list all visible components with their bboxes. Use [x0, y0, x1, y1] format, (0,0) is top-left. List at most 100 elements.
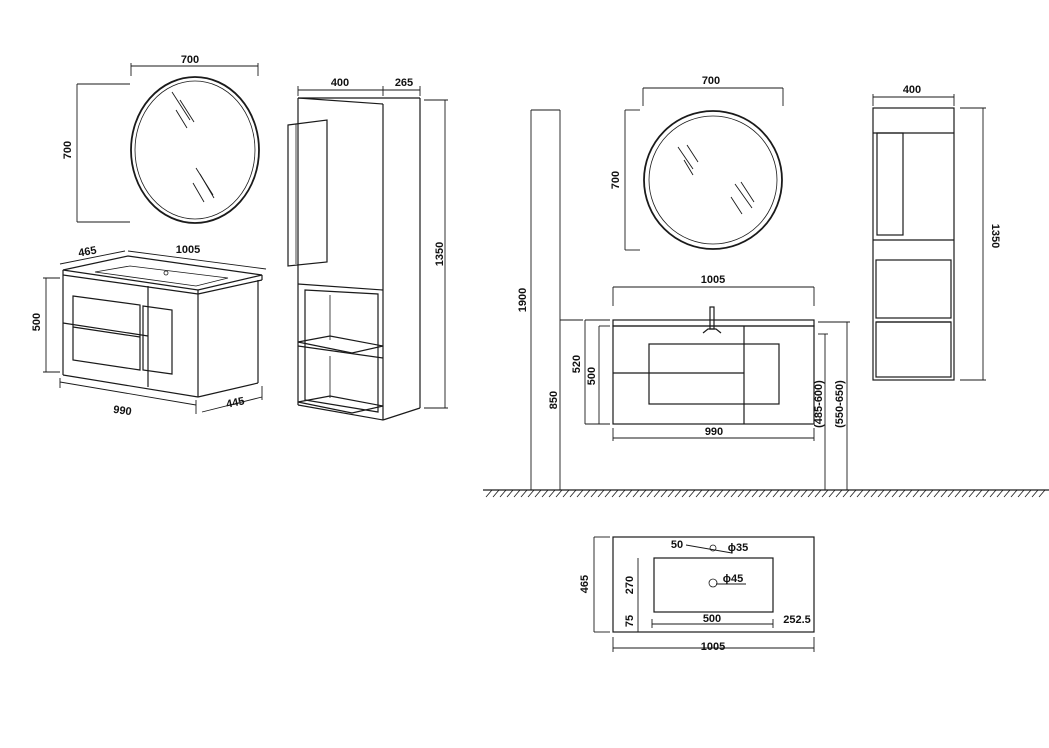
plan-depth-label: 465 [579, 575, 591, 593]
front-cab-h500-label: 500 [586, 367, 598, 385]
front-total-height-label: 1900 [517, 288, 529, 312]
floor-hatch-stroke [555, 489, 563, 498]
plan-drain-label: ϕ45 [723, 573, 743, 585]
floor-hatch-stroke [625, 489, 633, 498]
floor-line [483, 489, 1049, 498]
floor-hatch-stroke [492, 489, 500, 498]
floor-hatch-stroke [506, 489, 514, 498]
iso-tall-cabinet [287, 97, 421, 421]
iso-tall-width-label: 400 [331, 77, 349, 89]
front-top-width-label: 1005 [701, 274, 725, 286]
front-total-height-dim [530, 109, 561, 490]
floor-hatch-stroke [884, 489, 892, 498]
front-tall-height-label: 1350 [989, 224, 1001, 248]
iso-tall-dims [297, 86, 448, 409]
front-range-2-label: (550-650) [834, 380, 846, 428]
front-tall-width-label: 400 [903, 84, 921, 96]
floor-hatch-stroke [681, 489, 689, 498]
plan-dims [593, 536, 815, 652]
floor-hatch-stroke [597, 489, 605, 498]
iso-vanity-depth-top-label: 465 [77, 245, 97, 260]
floor-hatch-stroke [653, 489, 661, 498]
floor-hatch-stroke [590, 489, 598, 498]
floor-hatch-stroke [961, 489, 969, 498]
front-range-1-label: (485-600) [813, 380, 825, 428]
front-vanity [612, 306, 815, 425]
floor-hatch-stroke [709, 489, 717, 498]
iso-mirror-dims [76, 63, 259, 223]
floor-hatch-stroke [1003, 489, 1011, 498]
front-mirror-height-label: 700 [610, 171, 622, 189]
floor-hatch-stroke [758, 489, 766, 498]
floor-hatch-stroke [786, 489, 794, 498]
plan-bowl-width-label: 500 [703, 613, 721, 625]
front-cab-width-label: 990 [705, 426, 723, 438]
floor-hatch-stroke [919, 489, 927, 498]
floor-hatch-stroke [856, 489, 864, 498]
floor-hatch-stroke [982, 489, 990, 498]
floor-hatch-stroke [1010, 489, 1018, 498]
floor-hatch-stroke [814, 489, 822, 498]
floor-hatch-stroke [723, 489, 731, 498]
floor-hatch-stroke [821, 489, 829, 498]
iso-vanity-width-bottom-label: 990 [112, 404, 132, 418]
floor-hatch-stroke [702, 489, 710, 498]
floor-hatch-stroke [996, 489, 1004, 498]
floor-hatch-stroke [499, 489, 507, 498]
front-vanity-dims [560, 286, 850, 490]
iso-tall-depth-label: 265 [395, 77, 413, 89]
floor-hatch-stroke [730, 489, 738, 498]
front-tall-dims [872, 94, 986, 381]
floor-hatch-stroke [975, 489, 983, 498]
floor-hatch-stroke [877, 489, 885, 498]
front-tall-cabinet [872, 107, 955, 381]
iso-vanity-width-top-label: 1005 [176, 244, 200, 256]
plan-270-label: 270 [624, 576, 636, 594]
floor-hatch-stroke [660, 489, 668, 498]
front-mirror [643, 110, 783, 250]
floor-hatch-stroke [632, 489, 640, 498]
iso-vanity-dims [43, 250, 267, 414]
floor-hatch-stroke [569, 489, 577, 498]
floor-hatch-stroke [954, 489, 962, 498]
plan-total-width-label: 1005 [701, 641, 725, 653]
floor-hatch-stroke [940, 489, 948, 498]
floor-hatch-stroke [947, 489, 955, 498]
iso-vanity-height-label: 500 [31, 313, 43, 331]
floor-hatch-stroke [1017, 489, 1025, 498]
iso-mirror-height-label: 700 [62, 141, 74, 159]
iso-vanity-depth-bottom-label: 445 [225, 395, 245, 411]
floor-hatch-stroke [485, 489, 493, 498]
floor-hatch-stroke [926, 489, 934, 498]
plan-tap-hole-label: ϕ35 [728, 542, 748, 554]
floor-hatch-stroke [737, 489, 745, 498]
floor-hatch-stroke [534, 489, 542, 498]
floor-hatch-stroke [639, 489, 647, 498]
floor-hatch-stroke [527, 489, 535, 498]
floor-hatch-stroke [541, 489, 549, 498]
floor-hatch-stroke [891, 489, 899, 498]
floor-hatch-stroke [793, 489, 801, 498]
floor-hatch-stroke [989, 489, 997, 498]
floor-hatch-stroke [667, 489, 675, 498]
floor-hatch-stroke [751, 489, 759, 498]
plan-50-label: 50 [671, 539, 683, 551]
floor-hatch-stroke [912, 489, 920, 498]
floor-hatch-stroke [800, 489, 808, 498]
floor-hatch-stroke [744, 489, 752, 498]
floor-hatch-stroke [583, 489, 591, 498]
floor-hatch-stroke [611, 489, 619, 498]
floor-hatch-stroke [688, 489, 696, 498]
floor-hatch-stroke [646, 489, 654, 498]
iso-mirror-width-label: 700 [181, 54, 199, 66]
floor-hatch-stroke [576, 489, 584, 498]
floor-hatch-stroke [968, 489, 976, 498]
floor-hatch-stroke [548, 489, 556, 498]
iso-mirror [130, 76, 260, 224]
floor-hatch-stroke [863, 489, 871, 498]
floor-hatch-stroke [562, 489, 570, 498]
floor-hatch-stroke [765, 489, 773, 498]
floor-hatch-stroke [1024, 489, 1032, 498]
floor-hatch-stroke [618, 489, 626, 498]
